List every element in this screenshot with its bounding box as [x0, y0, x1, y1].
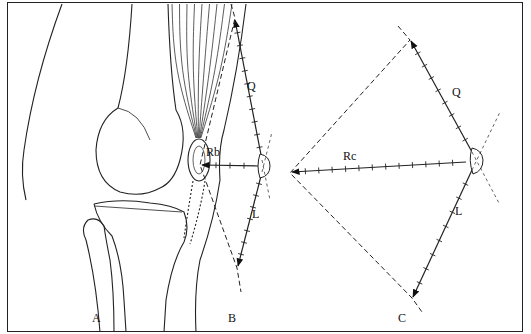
- scale-tick: [423, 268, 428, 271]
- scale-tick: [429, 77, 434, 80]
- scale-ticks: [216, 32, 468, 284]
- scale-tick: [415, 52, 420, 55]
- scale-tick: [425, 161, 426, 167]
- scale-tick: [358, 165, 359, 171]
- tendon-fibre: [172, 4, 196, 138]
- scale-tick: [244, 230, 250, 231]
- scale-tick: [385, 164, 386, 170]
- scale-tick: [437, 239, 442, 242]
- scale-tick: [247, 96, 253, 97]
- scale-tick: [242, 70, 248, 71]
- scale-tick: [422, 64, 427, 67]
- scale-tick: [435, 89, 440, 92]
- scale-tick: [331, 167, 332, 173]
- tendon-fibre: [200, 4, 224, 138]
- scale-tick: [237, 45, 243, 46]
- figure-label: C: [398, 312, 406, 324]
- scale-tick: [239, 58, 245, 59]
- force-label: Q: [247, 80, 256, 92]
- scale-tick: [449, 114, 454, 117]
- scale-tick: [215, 162, 216, 168]
- scale-tick: [305, 168, 306, 174]
- scale-tick: [238, 254, 244, 255]
- force-label: Q: [452, 86, 461, 98]
- scale-tick: [398, 163, 399, 169]
- quadriceps-tendon: [172, 4, 232, 138]
- scale-tick: [450, 211, 455, 214]
- scale-tick: [456, 126, 461, 129]
- scale-tick: [442, 101, 447, 104]
- force-label: L: [252, 208, 259, 220]
- scale-tick: [254, 134, 260, 135]
- figure-label: B: [228, 312, 236, 324]
- tendon-fibre: [199, 4, 210, 138]
- scale-tick: [412, 162, 413, 168]
- scale-tick: [463, 138, 468, 141]
- force-label: Rc: [343, 150, 356, 162]
- scale-tick: [318, 167, 319, 173]
- tendon-fibre: [193, 4, 198, 138]
- force-label: L: [455, 205, 462, 217]
- scale-tick: [430, 253, 435, 256]
- scale-tick: [229, 163, 230, 169]
- scale-tick: [257, 147, 263, 148]
- tendon-fibre: [201, 4, 232, 138]
- scale-tick: [417, 282, 422, 285]
- scale-tick: [252, 121, 258, 122]
- frame: [8, 3, 523, 332]
- force-diagram-b: [200, 4, 272, 292]
- scale-tick: [463, 183, 468, 186]
- scale-tick: [456, 197, 461, 200]
- scale-tick: [372, 164, 373, 170]
- scale-tick: [249, 109, 255, 110]
- scale-tick: [241, 242, 247, 243]
- scale-tick: [345, 166, 346, 172]
- force-label: Rb: [206, 146, 220, 158]
- knee-sketch: [22, 4, 246, 332]
- scale-tick: [243, 163, 244, 169]
- scale-tick: [253, 195, 259, 196]
- scale-tick: [256, 183, 262, 184]
- tendon-fibre: [187, 4, 198, 138]
- scale-tick: [443, 225, 448, 228]
- scale-tick: [439, 161, 440, 167]
- scale-tick: [235, 32, 241, 33]
- force-diagram-c: [290, 26, 500, 312]
- figure-label: A: [92, 312, 101, 324]
- scale-tick: [452, 160, 453, 166]
